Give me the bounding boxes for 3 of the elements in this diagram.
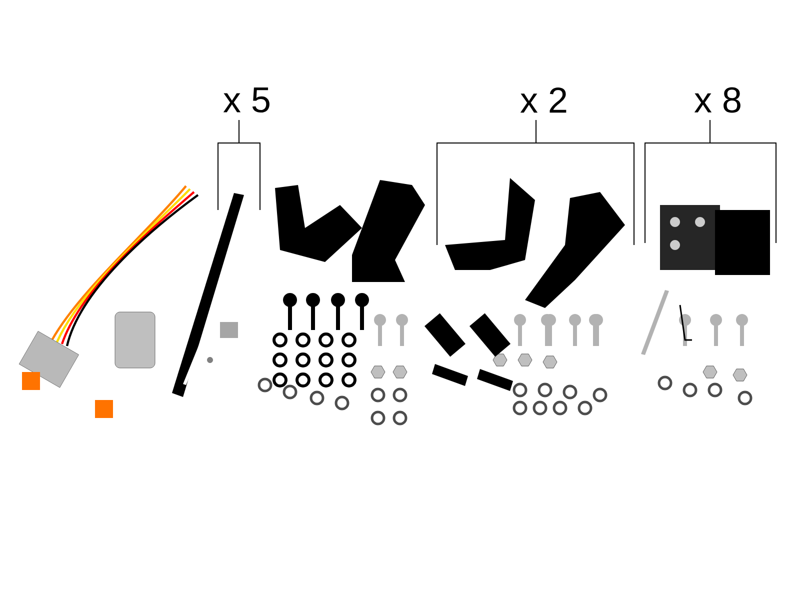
quantity-label: x 2 <box>520 87 566 113</box>
quantity-label: x 8 <box>694 87 740 113</box>
quantity-label: x 5 <box>223 87 270 113</box>
